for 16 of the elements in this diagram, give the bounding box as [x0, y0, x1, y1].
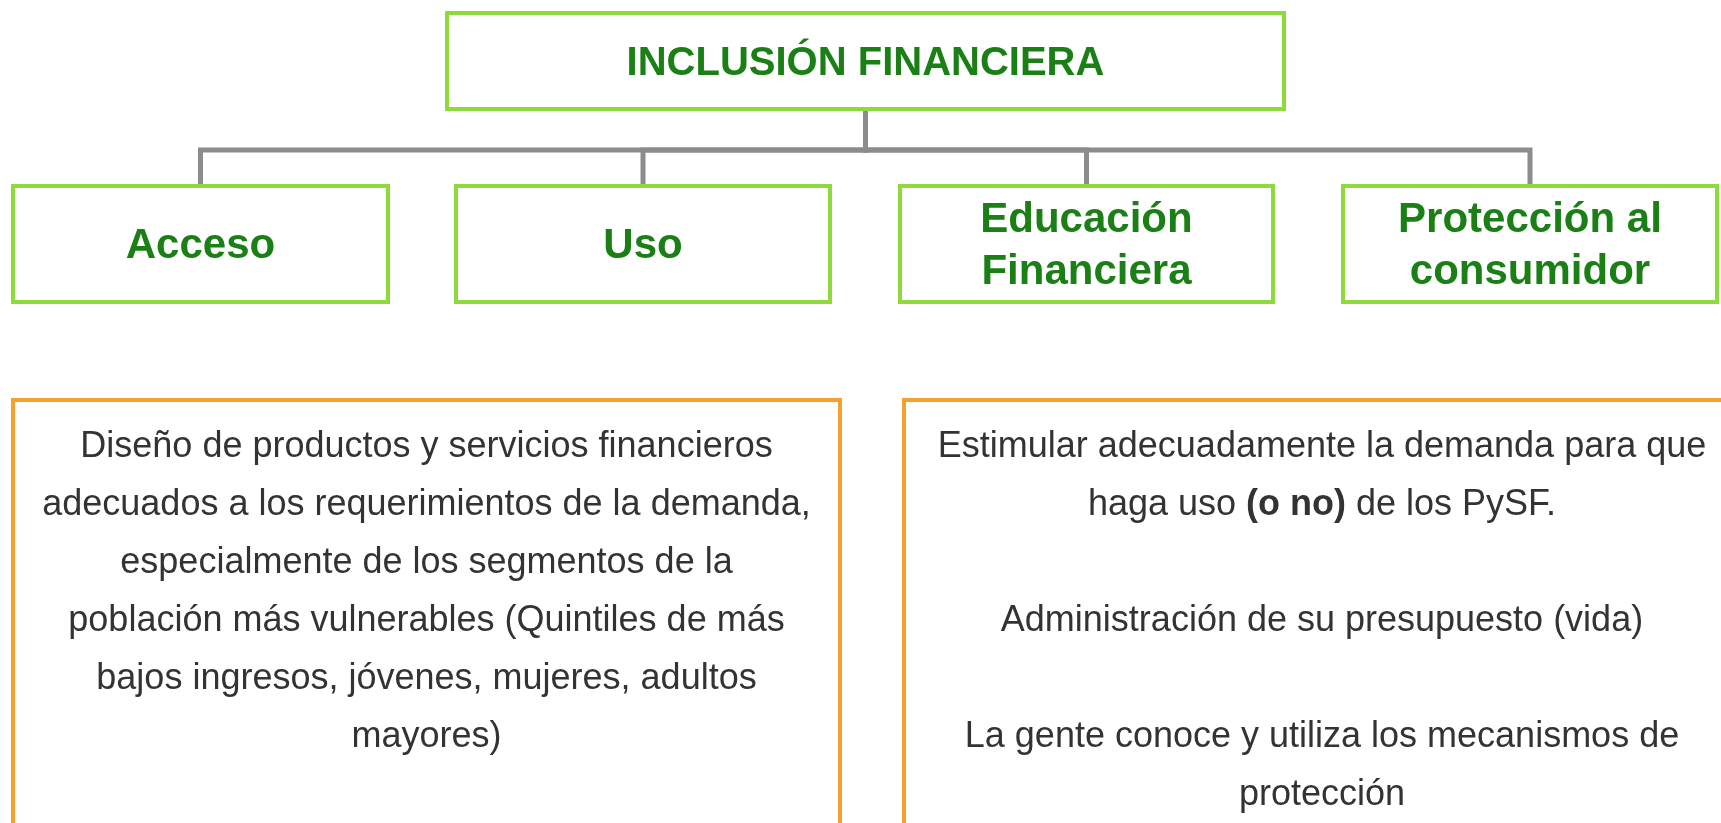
category-label: Acceso	[125, 219, 276, 269]
category-label: Protección al consumidor	[1397, 193, 1663, 295]
category-box	[454, 184, 832, 304]
description-text: La gente conoce y utiliza los mecanismos de protección	[963, 713, 1681, 815]
category-box	[1341, 184, 1719, 304]
description-text: Diseño de productos y servicios financieros adecuados a los requerimientos de la demanda, especialmente de los segmentos de la población más vulnerables (Quintiles de más bajos ingresos, jóvenes, mujeres, adultos mayores)	[41, 423, 812, 757]
category-label: Educación Financiera	[979, 193, 1194, 295]
description-box	[11, 398, 842, 823]
category-label: Uso	[603, 219, 683, 269]
category-box	[11, 184, 390, 304]
category-box	[445, 11, 1286, 111]
description-box	[902, 398, 1721, 823]
title-text: INCLUSIÓN FINANCIERA	[626, 37, 1105, 85]
description-text: Estimular adecuadamente la demanda para que haga uso (o no) de los PySF.	[936, 423, 1708, 525]
description-text: Administración de su presupuesto (vida)	[1000, 597, 1644, 641]
category-box	[898, 184, 1275, 304]
